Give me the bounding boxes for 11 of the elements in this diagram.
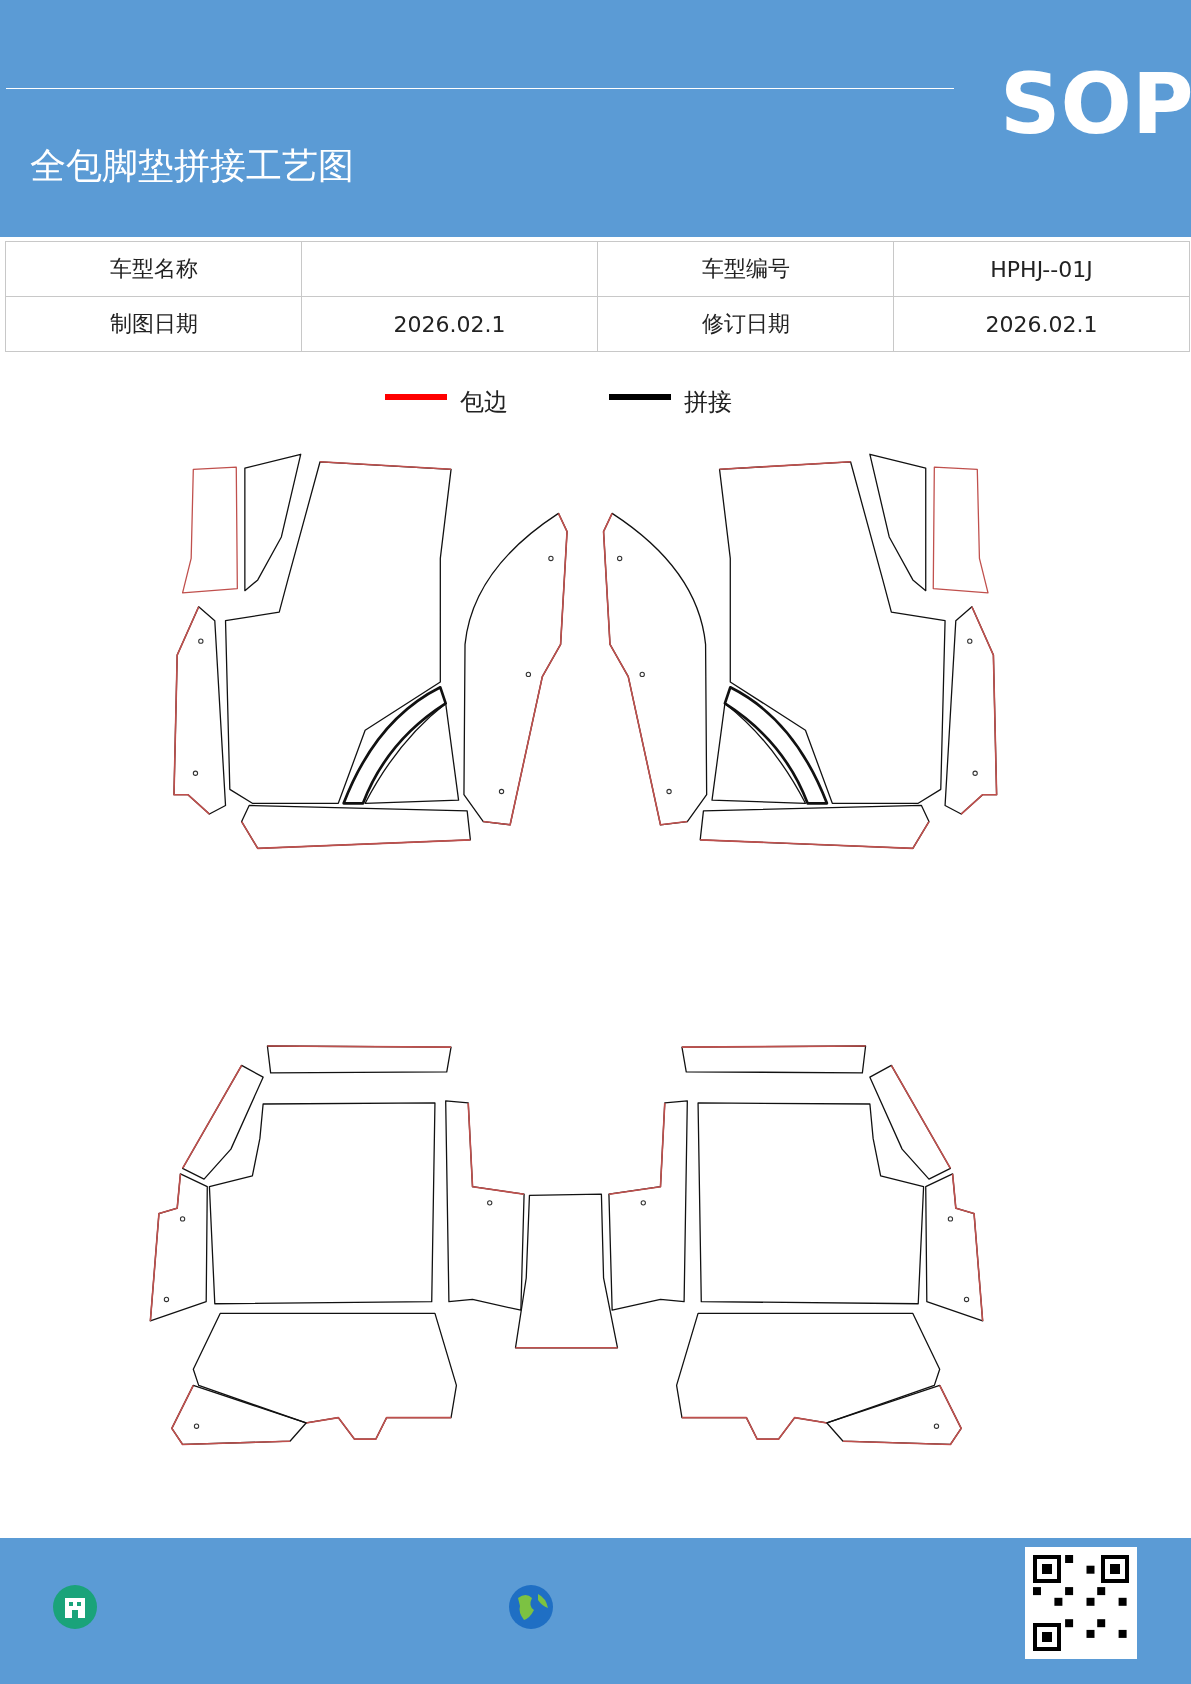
title: 全包脚垫拼接工艺图 (30, 144, 354, 188)
table-cell: 车型编号 (597, 241, 894, 297)
table-cell: 2026.02.1 (893, 296, 1190, 352)
legend-label: 包边 (460, 387, 508, 418)
table-cell: 修订日期 (597, 296, 894, 352)
sop-label: SOP (1000, 62, 1191, 146)
table-cell: 制图日期 (5, 296, 302, 352)
table-cell: 车型名称 (5, 241, 302, 297)
table-cell: 2026.02.1 (301, 296, 598, 352)
table-cell: HPHJ--01J (893, 241, 1190, 297)
legend-label: 拼接 (684, 387, 732, 418)
